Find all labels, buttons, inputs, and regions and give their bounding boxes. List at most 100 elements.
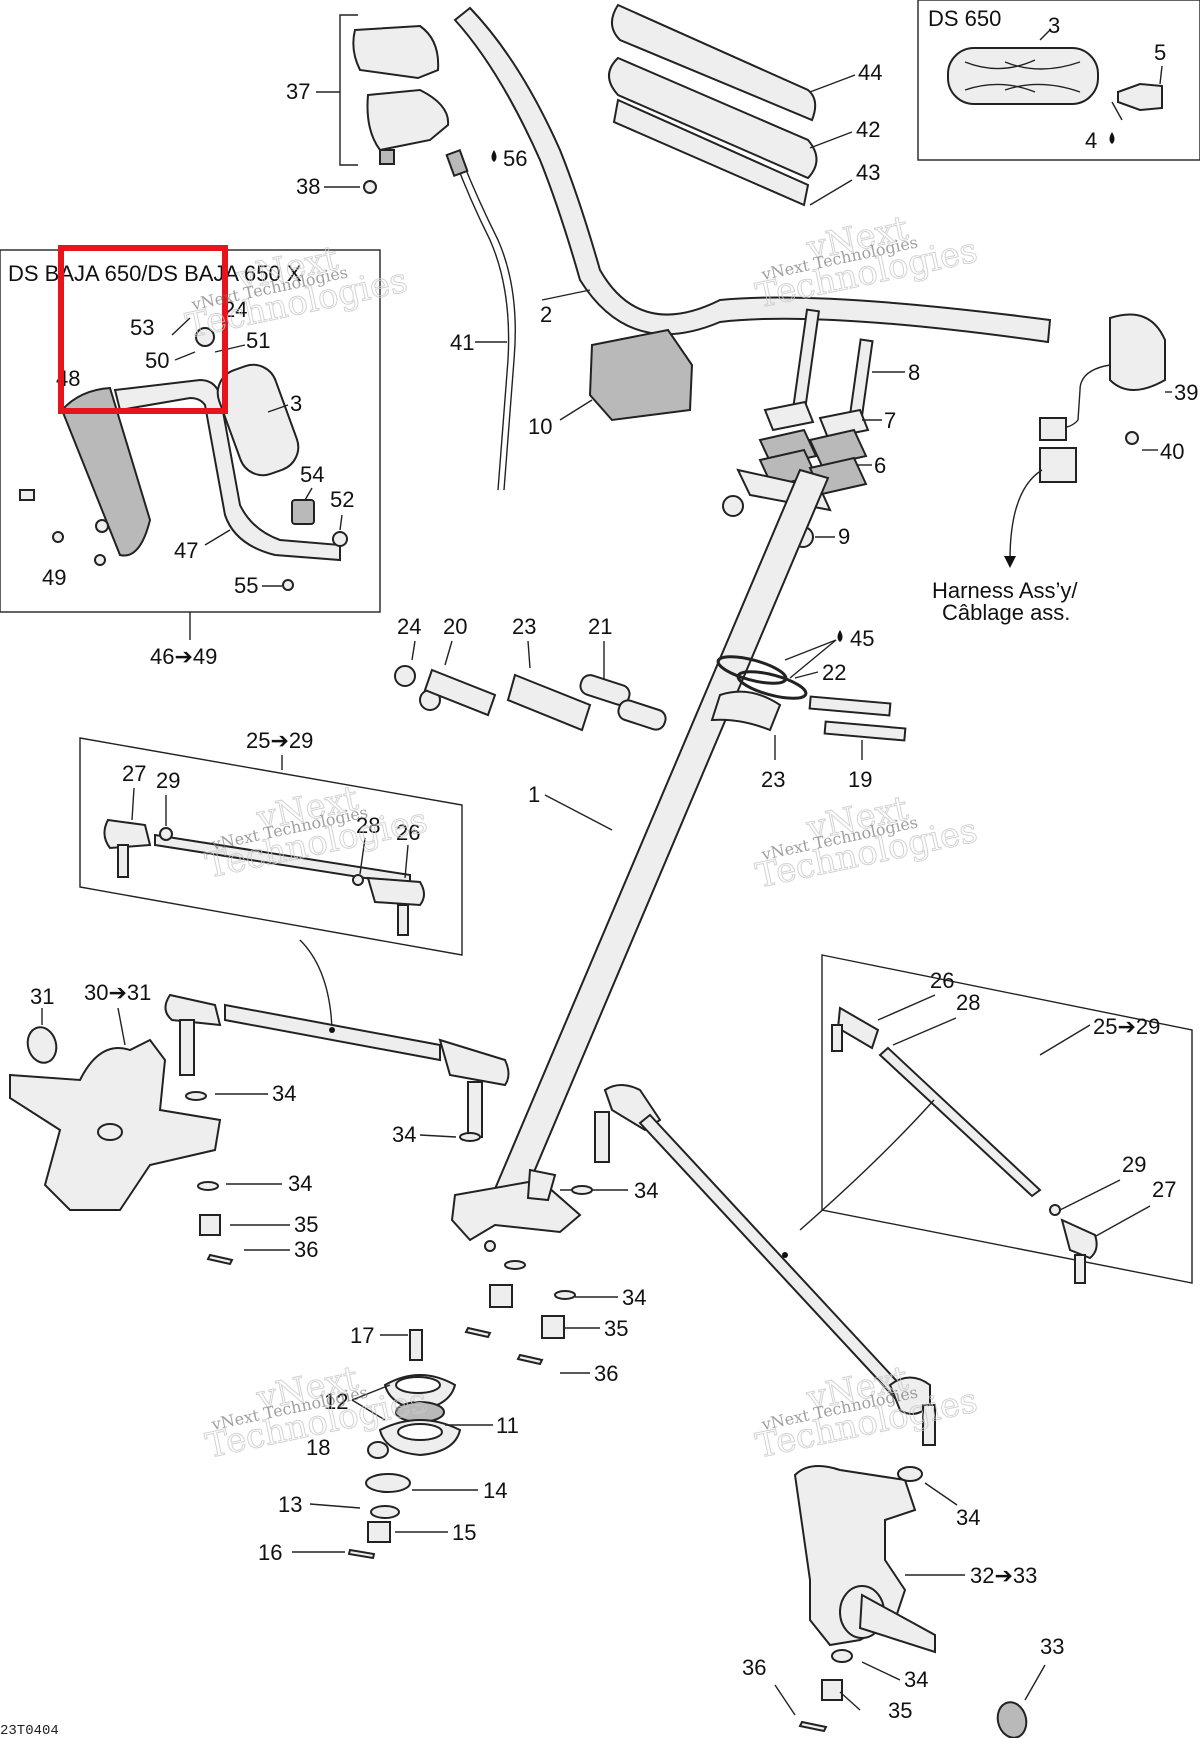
callout-53: 53 xyxy=(130,315,154,340)
callout-42: 42 xyxy=(856,117,880,142)
callout-29-right: 29 xyxy=(1122,1152,1146,1177)
left-hardware: 34 34 35 36 34 xyxy=(185,1081,481,1266)
callout-56: 56 xyxy=(503,146,527,171)
steering-column-tube xyxy=(490,468,830,1207)
callout-35-a: 35 xyxy=(294,1212,318,1237)
callout-38: 38 xyxy=(296,174,320,199)
callout-15: 15 xyxy=(452,1520,476,1545)
callout-10: 10 xyxy=(528,414,552,439)
callout-45: 45 xyxy=(850,626,874,651)
handlebar-clamps: 8 7 6 9 xyxy=(722,308,920,549)
callout-11: 11 xyxy=(496,1413,519,1438)
callout-26-right: 26 xyxy=(930,968,954,993)
callout-28-right: 28 xyxy=(956,990,980,1015)
callout-37: 37 xyxy=(286,79,310,104)
ds650-inset-frame xyxy=(917,0,1200,161)
lube-drop-icon xyxy=(491,150,497,162)
end-plug xyxy=(1117,82,1163,112)
callout-26-left: 26 xyxy=(396,820,420,845)
callout-23-top: 23 xyxy=(512,614,536,639)
drawing-code: 23T0404 xyxy=(0,1723,59,1738)
callout-32-33: 32➔33 xyxy=(970,1563,1037,1588)
callout-36-c: 36 xyxy=(742,1655,766,1680)
callout-27-left: 27 xyxy=(122,761,146,786)
lube-drop-icon xyxy=(1109,132,1115,144)
baja-inset-title: DS BAJA 650/DS BAJA 650 X xyxy=(8,261,302,286)
callout-30-31: 30➔31 xyxy=(84,980,151,1005)
callout-22: 22 xyxy=(822,660,846,685)
callout-49: 49 xyxy=(42,565,66,590)
callout-14: 14 xyxy=(483,1478,507,1503)
callout-28-left: 28 xyxy=(356,813,380,838)
callout-34-f: 34 xyxy=(956,1505,980,1530)
ds650-inset: DS 650 3 5 4 xyxy=(917,0,1200,161)
grip-ds650 xyxy=(947,47,1099,105)
callout-31: 31 xyxy=(30,984,54,1009)
callout-3-baja: 3 xyxy=(290,391,302,416)
right-knuckle: 34 32➔33 33 34 35 36 xyxy=(742,1465,1064,1738)
right-tie-rod xyxy=(594,1084,936,1446)
callout-24: 24 xyxy=(397,614,421,639)
callout-9: 9 xyxy=(838,524,850,549)
tie-rod-inset-left: 25➔29 27 29 28 26 xyxy=(79,728,463,1031)
callout-39: 39 xyxy=(1174,380,1198,405)
callout-20: 20 xyxy=(443,614,467,639)
callout-7: 7 xyxy=(884,408,896,433)
harness-label-line1: Harness Ass’y/ xyxy=(932,578,1078,603)
ds650-inset-title: DS 650 xyxy=(928,6,1001,31)
handlebar-tube xyxy=(453,6,1052,344)
throttle-cable: 56 41 xyxy=(445,146,527,491)
left-tie-rod xyxy=(164,993,510,1138)
callout-8: 8 xyxy=(908,360,920,385)
handlebar: 2 xyxy=(453,6,1052,344)
column-support: 24 20 23 21 45 22 23 19 xyxy=(394,614,907,792)
clamp-54 xyxy=(291,499,315,525)
callout-52: 52 xyxy=(330,487,354,512)
callout-16: 16 xyxy=(258,1540,282,1565)
callout-27-right: 27 xyxy=(1152,1177,1176,1202)
callout-47: 47 xyxy=(174,538,198,563)
callout-43: 43 xyxy=(856,160,880,185)
screw-52 xyxy=(332,531,348,547)
highlight-box xyxy=(58,245,228,414)
callout-34-d: 34 xyxy=(634,1178,658,1203)
callout-40: 40 xyxy=(1160,439,1184,464)
callout-34-a: 34 xyxy=(272,1081,296,1106)
callout-17: 17 xyxy=(350,1323,374,1348)
callout-34-g: 34 xyxy=(904,1667,928,1692)
callout-35-c: 35 xyxy=(888,1698,912,1723)
callout-46-49: 46➔49 xyxy=(150,644,217,669)
callout-36-a: 36 xyxy=(294,1237,318,1262)
callout-34-e: 34 xyxy=(622,1285,646,1310)
callout-4: 4 xyxy=(1085,128,1097,153)
lube-drop-icon xyxy=(837,630,843,642)
callout-29-left: 29 xyxy=(156,768,180,793)
callout-25-29-left: 25➔29 xyxy=(246,728,313,753)
left-knuckle: 31 30➔31 xyxy=(9,980,222,1211)
clamp-cover: 10 xyxy=(528,328,694,439)
tie-rod-inset-right: 25➔29 26 28 29 27 xyxy=(799,954,1193,1284)
callout-25-29-right: 25➔29 xyxy=(1093,1014,1160,1039)
callout-44: 44 xyxy=(858,60,882,85)
callout-2: 2 xyxy=(540,302,552,327)
switch-housing: 37 38 xyxy=(286,14,450,199)
handlebar-pad: 44 42 43 xyxy=(608,3,882,207)
callout-35-b: 35 xyxy=(604,1316,628,1341)
callout-13: 13 xyxy=(278,1492,302,1517)
lower-bearing: 17 12 11 18 14 13 15 16 xyxy=(258,1323,519,1565)
grip-baja xyxy=(216,363,300,477)
callout-34-c: 34 xyxy=(392,1122,416,1147)
callout-50: 50 xyxy=(145,348,169,373)
callout-1: 1 xyxy=(528,782,540,807)
kill-switch: 39 40 Harness Ass’y/ Câblage ass. xyxy=(932,313,1198,625)
callout-54: 54 xyxy=(300,462,324,487)
callout-19: 19 xyxy=(848,767,872,792)
callout-5: 5 xyxy=(1154,40,1166,65)
callout-41: 41 xyxy=(450,330,474,355)
callout-36-b: 36 xyxy=(594,1361,618,1386)
callout-55: 55 xyxy=(234,573,258,598)
callout-12: 12 xyxy=(324,1389,348,1414)
pitman-arm: 34 34 35 36 xyxy=(450,1168,658,1386)
baja-inset: DS BAJA 650/DS BAJA 650 X 53 50 24 51 48… xyxy=(0,249,381,669)
